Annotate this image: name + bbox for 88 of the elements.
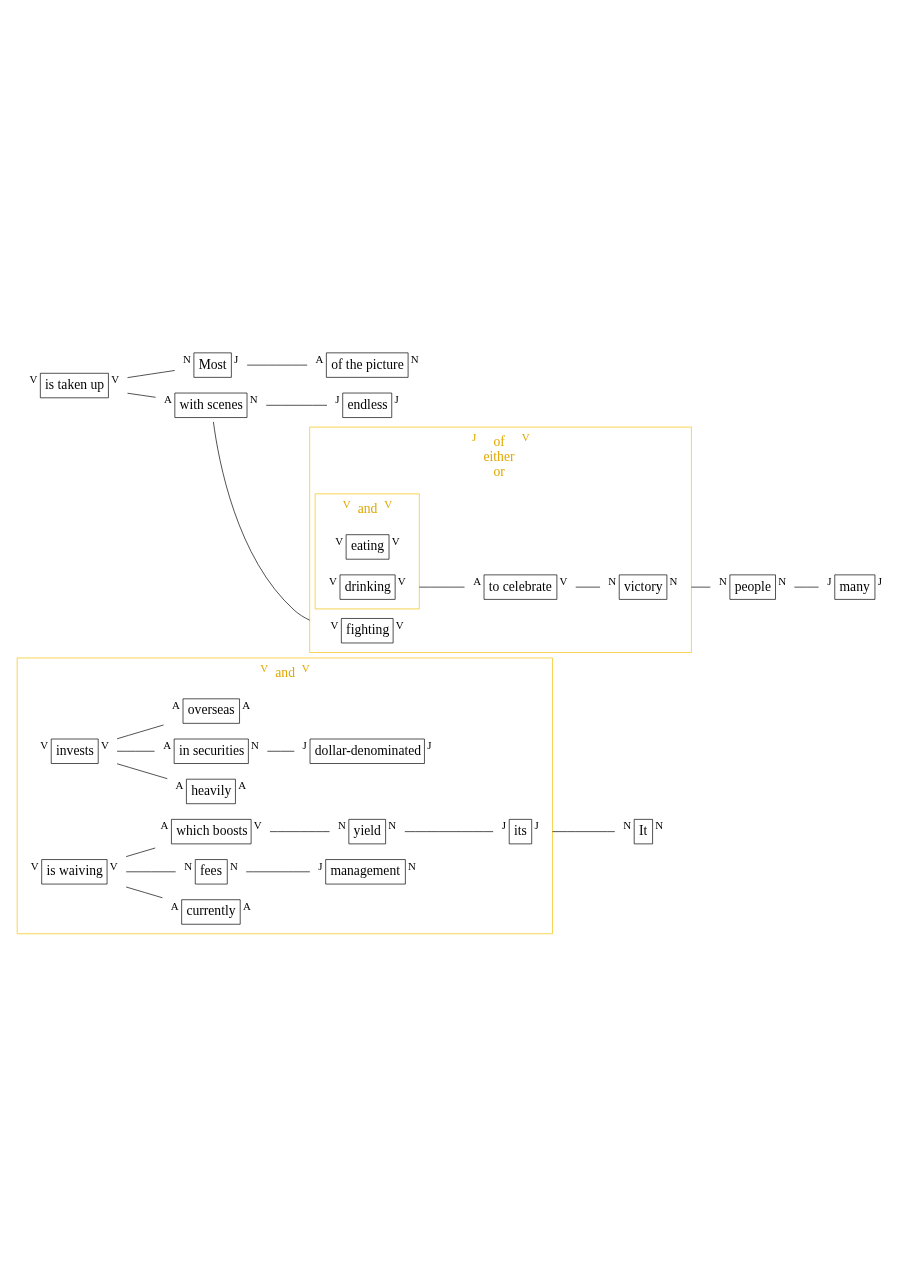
node-label: V — [28, 373, 37, 386]
node-label: V — [397, 574, 406, 587]
node-label: J — [393, 393, 399, 406]
node-label: A — [314, 352, 323, 365]
node-label: V — [100, 739, 109, 752]
node-box: heavily — [185, 778, 236, 805]
node-label: N — [337, 819, 346, 832]
connector — [125, 847, 156, 857]
node-box: to celebrate — [483, 574, 557, 600]
node-label: N — [654, 819, 663, 832]
node-label: N — [669, 574, 677, 587]
node-box: endless — [341, 392, 392, 418]
node-box: is waiving — [40, 859, 107, 885]
node-box: people — [729, 574, 776, 600]
node-label: N — [718, 574, 727, 587]
node-label: A — [162, 739, 171, 752]
node-box: yield — [348, 819, 386, 845]
node-label: J — [501, 819, 506, 832]
node-label: N — [182, 352, 191, 365]
node-label: N — [250, 739, 259, 752]
node-box: which boosts — [170, 819, 251, 845]
node-box: fees — [194, 859, 228, 885]
node-label: V — [383, 497, 392, 510]
node-box: dollar-denominated — [309, 738, 425, 764]
node-label: N — [777, 574, 786, 587]
node-box: invests — [50, 738, 99, 764]
node-label: V — [329, 618, 338, 631]
node-box: victory — [618, 574, 667, 600]
node-label: A — [170, 899, 179, 912]
node-box: many — [833, 574, 875, 600]
node-label: N — [183, 859, 192, 872]
node-label: V — [395, 618, 404, 631]
node-box: fighting — [340, 618, 393, 644]
node-box: overseas — [182, 698, 240, 724]
node-box: Most — [193, 352, 232, 378]
node-label: V — [110, 373, 119, 386]
node-label: N — [387, 819, 396, 832]
node-label: J — [877, 574, 882, 587]
node-label: N — [410, 352, 419, 365]
node-label: N — [249, 393, 258, 406]
node-label: V — [328, 574, 337, 587]
node-label: A — [241, 698, 250, 711]
node-box: It — [633, 819, 653, 845]
node-label: A — [160, 819, 168, 832]
connector — [126, 392, 156, 398]
node-label: A — [472, 574, 481, 587]
node-label: J — [317, 859, 322, 872]
connector — [125, 886, 163, 899]
node-label: J — [426, 739, 431, 752]
node-box: management — [324, 859, 406, 885]
node-box: currently — [180, 899, 241, 925]
node-label: A — [237, 779, 246, 792]
node-label: N — [407, 859, 416, 872]
node-label: V — [39, 739, 48, 752]
node-label: V — [559, 574, 567, 587]
node-label: N — [229, 859, 238, 872]
node-label: V — [253, 819, 262, 832]
node-label: V — [521, 431, 530, 444]
node-box: is taken up — [39, 372, 109, 399]
node-box: of the picture — [325, 352, 408, 378]
node-label: V — [391, 534, 400, 547]
node-label: J — [334, 393, 339, 406]
node-label: V — [109, 859, 118, 872]
node-box: in securities — [173, 738, 249, 764]
node-label: J — [533, 819, 539, 832]
node-label: J — [233, 352, 238, 365]
node-label: A — [175, 779, 183, 792]
node-label: J — [471, 431, 476, 444]
node-label: V — [259, 662, 268, 675]
node-label: N — [607, 574, 616, 587]
node-label: N — [622, 819, 631, 832]
node-label: V — [30, 859, 39, 872]
node-box: its — [508, 819, 532, 845]
node-box: with scenes — [174, 392, 247, 418]
connector — [212, 421, 310, 621]
node-box: eating — [345, 534, 389, 560]
connector — [116, 724, 164, 740]
node-label: J — [826, 574, 832, 587]
connector — [116, 763, 168, 779]
node-label: A — [163, 393, 172, 406]
node-box: drinking — [339, 574, 395, 600]
node-label: V — [301, 662, 310, 675]
node-label: A — [171, 698, 180, 711]
connector — [126, 370, 175, 378]
node-label: V — [334, 534, 343, 547]
node-label: J — [302, 739, 307, 752]
node-label: A — [242, 899, 251, 912]
node-label: V — [342, 497, 351, 510]
